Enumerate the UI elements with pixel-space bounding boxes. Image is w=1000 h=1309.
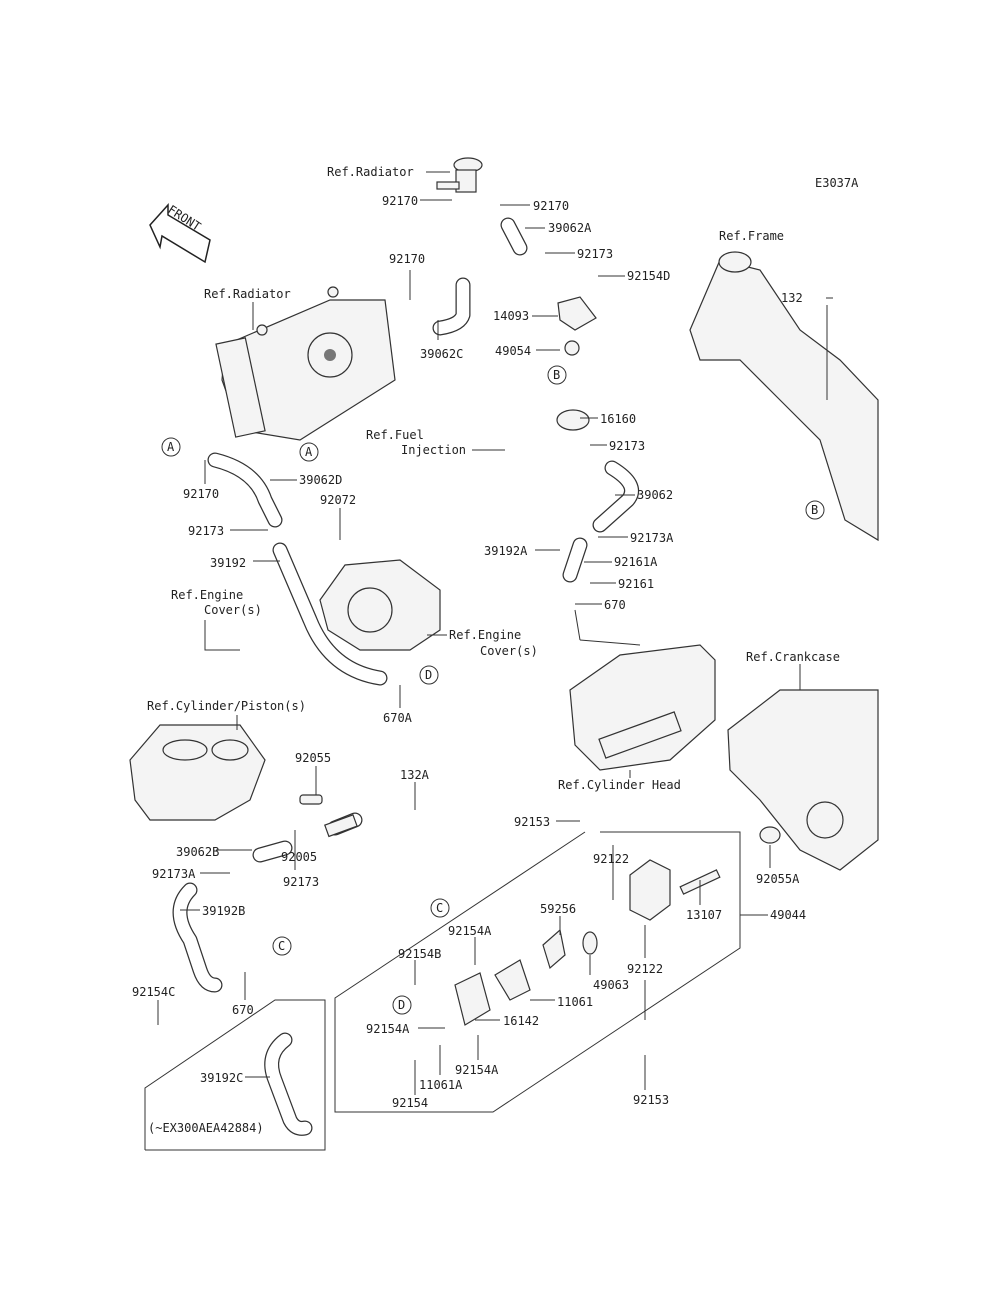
serial-range-note: (~EX300AEA42884) [148, 1121, 264, 1135]
radiator-drawing [215, 286, 396, 441]
connector-marker-d: D [392, 995, 412, 1015]
part-number-label: 132A [400, 768, 430, 782]
part-number-label: 14093 [493, 309, 529, 323]
part-number-label: 16160 [600, 412, 636, 426]
connector-marker-b: B [805, 500, 825, 520]
part-number-label: 39062A [548, 221, 592, 235]
reference-label: Ref.Radiator [204, 287, 291, 301]
part-number-label: Injection [401, 443, 466, 457]
part-number-label: 11061 [557, 995, 593, 1009]
reference-label: Ref.Radiator [327, 165, 414, 179]
connector-marker-letter: A [305, 445, 313, 459]
part-number-label: 92170 [183, 487, 219, 501]
reference-label: Ref.Frame [719, 229, 784, 243]
part-number-label: 49044 [770, 908, 806, 922]
part-number-label: 39062B [176, 845, 219, 859]
part-number-label: 92055 [295, 751, 331, 765]
connector-marker-letter: D [425, 668, 432, 682]
water-pump-drawing [299, 794, 781, 1026]
reference-label: Ref.Cylinder Head [558, 778, 681, 792]
part-number-label: 92173 [188, 524, 224, 538]
connector-markers: A A B B C C D D [161, 365, 825, 1015]
part-number-label: Cover(s) [204, 603, 262, 617]
part-number-label: 49063 [593, 978, 629, 992]
part-number-label: Cover(s) [480, 644, 538, 658]
part-number-label: 92154A [366, 1022, 410, 1036]
part-number-label: 92161 [618, 577, 654, 591]
connector-marker-c: C [272, 936, 292, 956]
part-number-label: 92153 [633, 1093, 669, 1107]
part-number-label: 39192C [200, 1071, 243, 1085]
connector-marker-letter: D [398, 998, 405, 1012]
part-number-label: 670 [604, 598, 626, 612]
connector-marker-letter: C [436, 901, 443, 915]
part-number-label: 92173 [283, 875, 319, 889]
part-number-label: 13107 [686, 908, 722, 922]
part-number-label: 92154D [627, 269, 670, 283]
reference-label: Ref.Engine [171, 588, 243, 602]
connector-marker-a: A [299, 442, 319, 462]
connector-marker-b: B [547, 365, 567, 385]
thermostat-housing-drawing [556, 296, 597, 431]
part-number-label: 39062D [299, 473, 342, 487]
cylinder-drawing [129, 724, 266, 821]
part-number-label: 92173A [152, 867, 196, 881]
engine-cover-drawing [319, 559, 441, 651]
part-number-label: 132 [781, 291, 803, 305]
part-number-label: 92173A [630, 531, 674, 545]
part-number-label: 92153 [514, 815, 550, 829]
part-number-label: 39062C [420, 347, 463, 361]
part-number-label: 670 [232, 1003, 254, 1017]
part-number-label: 92173 [577, 247, 613, 261]
part-number-label: 92005 [281, 850, 317, 864]
part-number-label: 670A [383, 711, 413, 725]
cylinder-head-drawing [569, 644, 716, 771]
part-number-label: 16142 [503, 1014, 539, 1028]
connector-marker-c: C [430, 898, 450, 918]
crankcase-drawing [727, 689, 879, 871]
part-number-label: 49054 [495, 344, 531, 358]
leader-lines [157, 171, 833, 1095]
part-number-label: 92154A [448, 924, 492, 938]
part-number-label: 39192B [202, 904, 245, 918]
part-number-label: 92122 [593, 852, 629, 866]
part-number-label: 11061A [419, 1078, 463, 1092]
frame-drawing [689, 251, 879, 542]
diagram-code: E3037A [815, 176, 859, 190]
reference-label: Ref.Crankcase [746, 650, 840, 664]
part-drawings [129, 157, 879, 1151]
part-number-label: 92072 [320, 493, 356, 507]
connector-marker-letter: A [167, 440, 175, 454]
part-number-label: 92170 [389, 252, 425, 266]
part-number-label: 39062 [637, 488, 673, 502]
connector-marker-d: D [419, 665, 439, 685]
part-number-label: 92122 [627, 962, 663, 976]
reference-label: Ref.Cylinder/Piston(s) [147, 699, 306, 713]
part-number-label: 92170 [382, 194, 418, 208]
part-number-label: 92154B [398, 947, 441, 961]
connector-marker-letter: B [811, 503, 818, 517]
radiator-cap-drawing [436, 157, 483, 193]
part-number-label: 92170 [533, 199, 569, 213]
part-number-label: 92154A [455, 1063, 499, 1077]
part-number-label: 59256 [540, 902, 576, 916]
connector-marker-letter: B [553, 368, 560, 382]
part-number-label: 39192 [210, 556, 246, 570]
assembly-outlines [144, 831, 741, 1151]
connector-marker-letter: C [278, 939, 285, 953]
part-number-label: 92055A [756, 872, 800, 886]
part-number-label: 92173 [609, 439, 645, 453]
part-number-label: 92161A [614, 555, 658, 569]
part-number-label: 92154C [132, 985, 175, 999]
front-arrow-icon [149, 203, 211, 264]
part-number-label: 39192A [484, 544, 528, 558]
reference-label: Ref.Engine [449, 628, 521, 642]
reference-label: Ref.Fuel [366, 428, 424, 442]
part-number-label: 92154 [392, 1096, 428, 1110]
connector-marker-a: A [161, 437, 181, 457]
